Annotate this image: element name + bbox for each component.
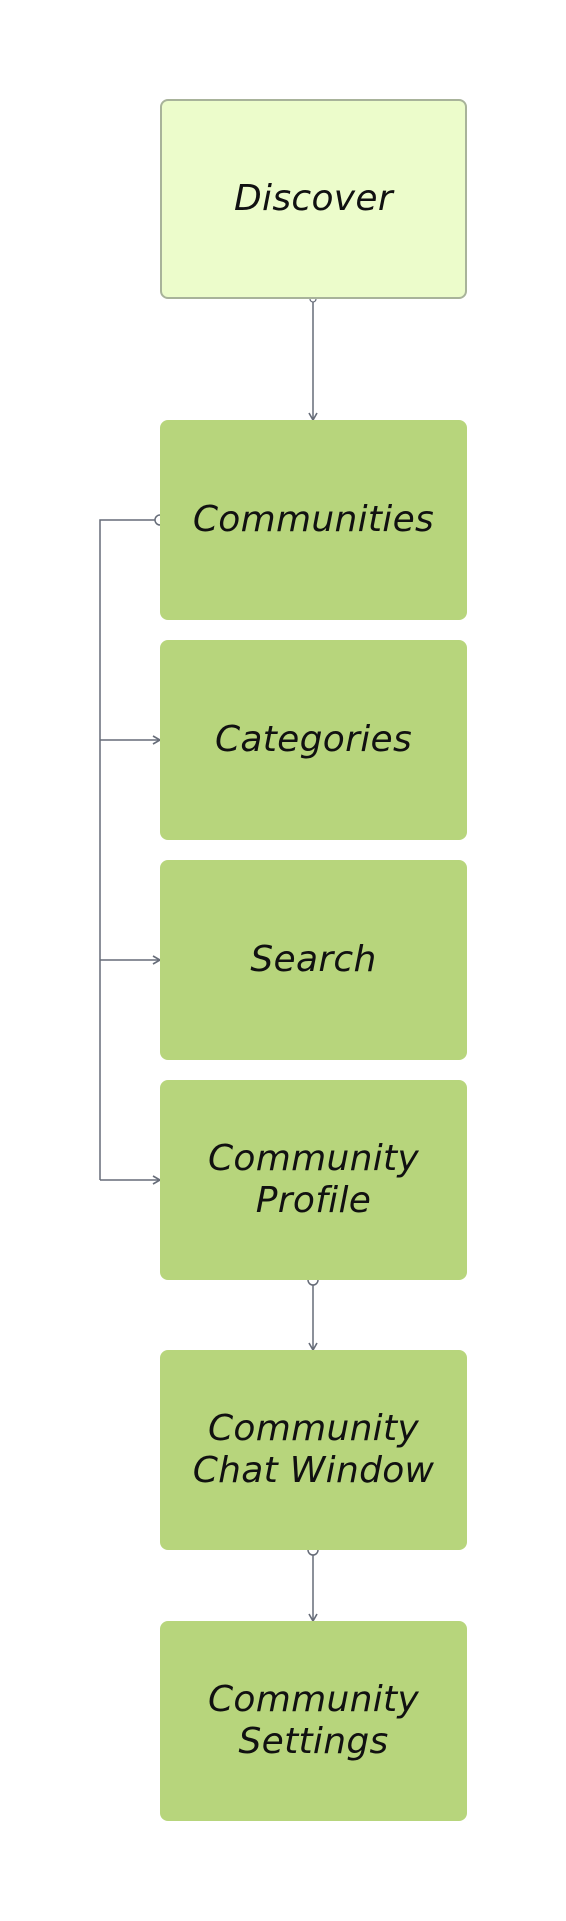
node-discover[interactable]: Discover bbox=[160, 99, 467, 299]
node-categories[interactable]: Categories bbox=[160, 640, 467, 840]
connector-communities-trunk bbox=[99, 519, 160, 1180]
node-community-chat-window[interactable]: Community Chat Window bbox=[160, 1350, 467, 1550]
node-label-community-settings: Community Settings bbox=[207, 1678, 420, 1762]
node-label-discover: Discover bbox=[234, 177, 393, 219]
node-community-profile[interactable]: Community Profile bbox=[160, 1080, 467, 1280]
node-label-categories: Categories bbox=[214, 718, 413, 760]
node-label-communities: Communities bbox=[192, 498, 435, 540]
node-community-settings[interactable]: Community Settings bbox=[160, 1621, 467, 1821]
node-communities[interactable]: Communities bbox=[160, 420, 467, 620]
node-search[interactable]: Search bbox=[160, 860, 467, 1060]
node-label-community-profile: Community Profile bbox=[207, 1137, 420, 1221]
node-label-community-chat-window: Community Chat Window bbox=[192, 1407, 435, 1491]
node-label-search: Search bbox=[250, 938, 377, 980]
